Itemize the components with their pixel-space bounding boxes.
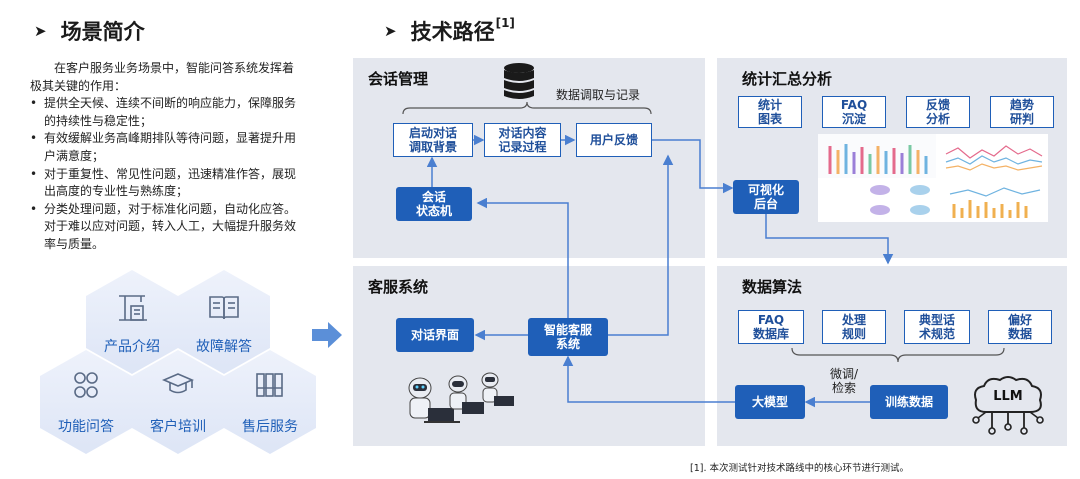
algo-tag-preference: 偏好 数据 — [988, 310, 1052, 344]
graduation-cap-icon — [132, 370, 224, 400]
hex-fault-answer — [178, 270, 270, 374]
session-panel-title: 会话管理 — [368, 70, 429, 88]
algo-tag-script-norms: 典型话 术规范 — [904, 310, 970, 344]
hex-label-after-sales: 售后服务 — [242, 419, 298, 435]
section-transition-arrow-icon — [312, 322, 342, 352]
title-arrow-icon: ➤ — [34, 22, 47, 40]
hex-customer-training — [132, 350, 224, 454]
bullet-item: 提供全天候、连续不间断的响应能力，保障服务 的持续性与稳定性； — [30, 95, 330, 130]
right-title-text: 技术路径 — [410, 20, 495, 44]
intro-line-2: 极其关键的作用： — [30, 78, 127, 93]
llm-logo-text: LLM — [993, 389, 1023, 404]
bullet-item: 对于重复性、常见性问题，迅速精准作答，展现 出高度的专业性与熟练度； — [30, 166, 330, 201]
feature-grid-icon — [40, 370, 132, 400]
finetune-retrieval-label: 微调/ 检索 — [830, 367, 859, 395]
hex-label-fault-answer: 故障解答 — [196, 339, 252, 355]
bullet-line: 出高度的专业性与熟练度； — [44, 184, 189, 199]
algo-tag-rules: 处理 规则 — [822, 310, 886, 344]
binders-icon — [224, 370, 316, 400]
db-caption: 数据调取与记录 — [556, 88, 641, 102]
stats-panel-title: 统计汇总分析 — [742, 70, 833, 88]
database-icon — [502, 62, 536, 106]
right-title-footnote-ref: [1] — [495, 16, 515, 30]
stats-tag-charts: 统计 图表 — [738, 96, 802, 128]
robot-agents-illustration — [400, 372, 520, 440]
node-state-machine: 会话 状态机 — [396, 187, 472, 221]
intro-line-1: 在客户服务业务场景中，智能问答系统发挥着 — [54, 61, 295, 75]
bullet-line: 分类处理问题，对于标准化问题，自动化应答。 — [44, 201, 297, 216]
algo-tag-faq-db: FAQ 数据库 — [738, 310, 804, 344]
stats-tag-feedback: 反馈 分析 — [906, 96, 970, 128]
node-start-dialog: 启动对话 调取背景 — [393, 123, 473, 157]
hex-product-intro — [86, 270, 178, 374]
bullet-line: 的持续性与稳定性； — [44, 113, 153, 128]
bullet-line: 对于难以应对问题，转入人工，大幅提升服务效 — [44, 219, 297, 234]
right-section-title: ➤ 技术路径 [1] — [384, 16, 515, 46]
node-record-process: 对话内容 记录过程 — [484, 123, 561, 157]
stats-tag-trend: 趋势 研判 — [990, 96, 1054, 128]
stats-tag-faq: FAQ 沉淀 — [822, 96, 886, 128]
dashboard-thumbnail — [818, 134, 1048, 222]
hex-label-product-intro: 产品介绍 — [104, 339, 160, 355]
crane-building-icon — [86, 292, 178, 322]
node-dialog-ui: 对话界面 — [396, 318, 474, 352]
hex-feature-qa — [40, 350, 132, 454]
node-training-data: 训练数据 — [870, 385, 948, 419]
intro-text: 在客户服务业务场景中，智能问答系统发挥着 极其关键的作用： 提供全天候、连续不间… — [30, 60, 330, 254]
bullet-line: 提供全天候、连续不间断的响应能力，保障服务 — [44, 96, 297, 111]
node-smart-service-system: 智能客服 系统 — [528, 318, 608, 356]
node-large-model: 大模型 — [735, 385, 805, 419]
algo-panel-title: 数据算法 — [742, 278, 803, 296]
node-visual-backend: 可视化 后台 — [733, 180, 799, 214]
bullet-line: 有效缓解业务高峰期排队等待问题，显著提升用 — [44, 131, 297, 146]
left-section-title: ➤ 场景简介 — [34, 16, 145, 46]
title-arrow-icon: ➤ — [384, 22, 397, 40]
hex-after-sales — [224, 350, 316, 454]
bullet-line: 率与质量。 — [44, 236, 105, 251]
open-book-icon — [178, 292, 270, 322]
footnote: [1]. 本次测试针对技术路线中的核心环节进行测试。 — [690, 463, 909, 474]
llm-brain-icon: LLM — [968, 372, 1048, 438]
hex-label-customer-training: 客户培训 — [150, 419, 206, 435]
left-title-text: 场景简介 — [60, 20, 145, 44]
intro-bullets: 提供全天候、连续不间断的响应能力，保障服务 的持续性与稳定性； 有效缓解业务高峰… — [30, 95, 330, 253]
bullet-item: 有效缓解业务高峰期排队等待问题，显著提升用 户满意度； — [30, 130, 330, 165]
panel-session-management — [353, 58, 705, 258]
hex-label-feature-qa: 功能问答 — [58, 419, 114, 435]
bullet-line: 户满意度； — [44, 148, 105, 163]
bullet-item: 分类处理问题，对于标准化问题，自动化应答。 对于难以应对问题，转入人工，大幅提升… — [30, 201, 330, 254]
bullet-line: 对于重复性、常见性问题，迅速精准作答，展现 — [44, 166, 297, 181]
service-panel-title: 客服系统 — [368, 278, 429, 296]
node-user-feedback: 用户反馈 — [576, 123, 652, 157]
